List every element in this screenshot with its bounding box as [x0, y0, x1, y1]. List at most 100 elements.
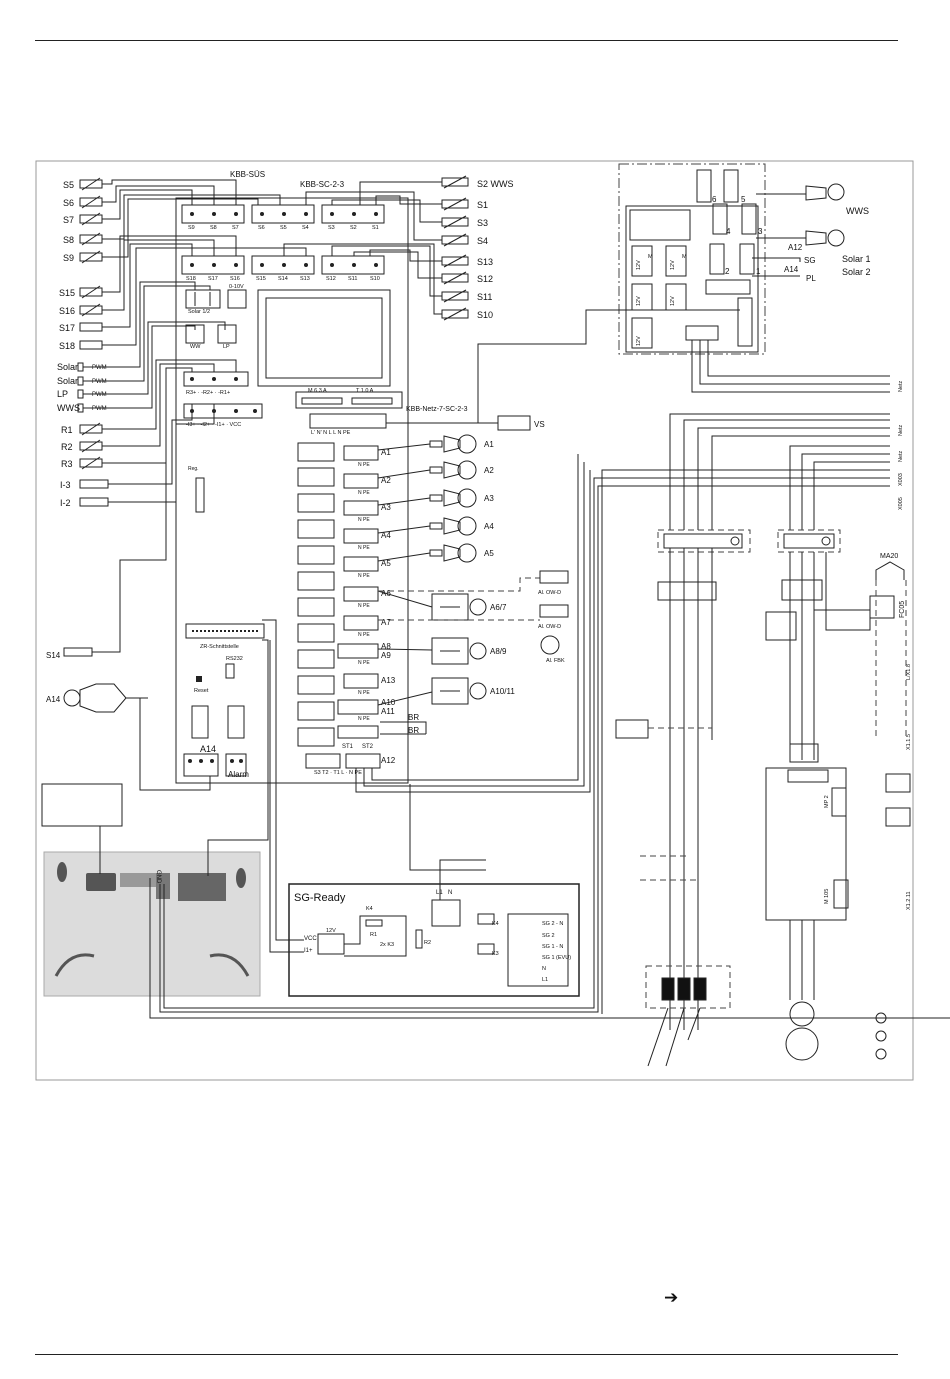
mp2-label: MP 2 — [824, 795, 830, 808]
sensor-label-s5: S5 — [63, 180, 74, 190]
sg-term-2: SG 2 — [542, 933, 555, 939]
sensor-label-s11: S11 — [477, 292, 492, 302]
sensor-label-s17: S17 — [59, 323, 75, 333]
solar-term-5: 5 — [741, 195, 746, 204]
sensor-label-r1: R1 — [61, 425, 73, 435]
ww-label: WW — [190, 344, 201, 350]
term-s15: S15 — [256, 276, 266, 282]
netz-label-1: Netz — [898, 380, 904, 392]
sensor-label-s10: S10 — [477, 310, 493, 320]
sg-r2-label: R2 — [424, 940, 431, 946]
solar-12v-4: 12V — [670, 296, 676, 306]
wws-pump-icon — [827, 183, 845, 201]
solar-term-4: 4 — [726, 227, 731, 236]
solar-term-1: 1 — [756, 267, 761, 276]
side-label-2: X1.1.5 — [906, 734, 912, 750]
br-label-1: BR — [408, 713, 419, 722]
a12-terms-label: S3 T2 · T1 L · N PE — [314, 770, 362, 776]
netz-label-3: Netz — [898, 450, 904, 462]
motor-label-a1: A1 — [484, 440, 494, 449]
a14-terminal — [183, 753, 219, 777]
solar-12v-5: 12V — [636, 336, 642, 346]
m105-label: M 105 — [824, 889, 830, 904]
sensor-label-solar-a: Solar — [57, 362, 78, 372]
br-label-2: BR — [408, 726, 419, 735]
output-terms-5: N PE — [358, 573, 370, 579]
board-outline — [175, 197, 409, 784]
a12-label: A12 — [788, 243, 803, 252]
output-terms-7: N PE — [358, 632, 370, 638]
sensor-label-solar-b: Solar — [57, 376, 78, 386]
term-s14: S14 — [278, 276, 288, 282]
output-terms-8: N PE — [358, 660, 370, 666]
output-terms-3: N PE — [358, 517, 370, 523]
output-a4: A4 — [381, 531, 391, 540]
a14-terminal-label: A14 — [200, 744, 216, 754]
relay-column — [297, 442, 335, 747]
term-s3: S3 — [328, 225, 335, 231]
output-terminals — [305, 445, 381, 769]
interface-device: GND — [43, 851, 261, 997]
motor-label-a4: A4 — [484, 522, 494, 531]
gnd-label: GND — [155, 870, 161, 884]
pwm-label-1: PWM — [92, 365, 107, 371]
output-a5: A5 — [381, 559, 391, 568]
sg-term-1: SG 2 - N — [542, 921, 563, 927]
sensor-label-lp: LP — [57, 389, 68, 399]
side-label-1: L/X1.8 — [906, 664, 912, 680]
motor-outputs: A1 A2 A3 A4 A5 A6/7 A8/9 A10/11 VS Al. O… — [377, 415, 569, 706]
reset-button: Reset — [194, 688, 209, 694]
st2-label: ST2 — [362, 744, 374, 750]
x003-label: X003 — [898, 473, 904, 486]
sensor-label-s4: S4 — [477, 236, 488, 246]
output-a7: A7 — [381, 618, 391, 627]
sg-label: SG — [804, 256, 816, 265]
term-s8: S8 — [210, 225, 217, 231]
sensor-label-s13: S13 — [477, 257, 493, 267]
a14-right-label: A14 — [784, 265, 799, 274]
valve-aow-1 — [539, 570, 569, 584]
sensor-label-r2: R2 — [61, 442, 73, 452]
wws-label: WWS — [846, 206, 869, 216]
term-s11: S11 — [348, 276, 357, 282]
solar2-label: Solar 2 — [842, 267, 871, 277]
sensor-label-s15: S15 — [59, 288, 75, 298]
alarm-label: Alarm — [228, 770, 249, 779]
output-a13: A13 — [381, 676, 396, 685]
motor-label-a2: A2 — [484, 466, 494, 475]
solar1-label: Solar 1 — [842, 254, 871, 264]
solar-12-label: Solar 1/2 — [188, 309, 210, 315]
lp-label: LP — [223, 344, 230, 350]
valve-aow-2 — [539, 604, 569, 618]
sg-n-label: N — [448, 890, 452, 896]
solar-pump-icon — [827, 229, 845, 247]
term-s16: S16 — [230, 276, 240, 282]
rs232-label: RS232 — [226, 656, 243, 662]
sensor-label-s9: S9 — [63, 253, 74, 263]
sg-ready-title: SG-Ready — [294, 892, 346, 904]
valve-aow-2-label: Al. OW-D — [538, 624, 561, 630]
pwm-label-3: PWM — [92, 392, 107, 398]
svg-text:K3: K3 — [492, 951, 499, 957]
term-s9: S9 — [188, 225, 195, 231]
r-row-label: R3+ · -R2+ · -R1+ — [186, 390, 230, 396]
motor-label-a5: A5 — [484, 549, 494, 558]
keypad-box — [41, 783, 123, 827]
motor-label-a1011: A10/11 — [490, 687, 515, 696]
sensor-label-s7: S7 — [63, 215, 74, 225]
s14-sensor — [63, 647, 93, 657]
reg-connector — [195, 477, 205, 513]
fbk-pump — [540, 635, 560, 655]
term-s2: S2 — [350, 225, 357, 231]
term-s18: S18 — [186, 276, 196, 282]
power-side-labels: Netz Netz Netz X003 X005 MA20 FC05 MP 2 … — [824, 380, 912, 910]
valve-aow-1-label: Al. OW-D — [538, 590, 561, 596]
i-row-label: -I3+ · -I2+ · -I1+ · VCC — [186, 422, 241, 428]
term-s6: S6 — [258, 225, 265, 231]
output-a8: A8 — [381, 642, 391, 651]
sg-k3-label: 2x K3 — [380, 942, 394, 948]
solar-term-6: 6 — [712, 195, 717, 204]
solar-m-2: M — [682, 254, 687, 260]
kbb-sus-label: KBB-SÜS — [230, 170, 265, 179]
